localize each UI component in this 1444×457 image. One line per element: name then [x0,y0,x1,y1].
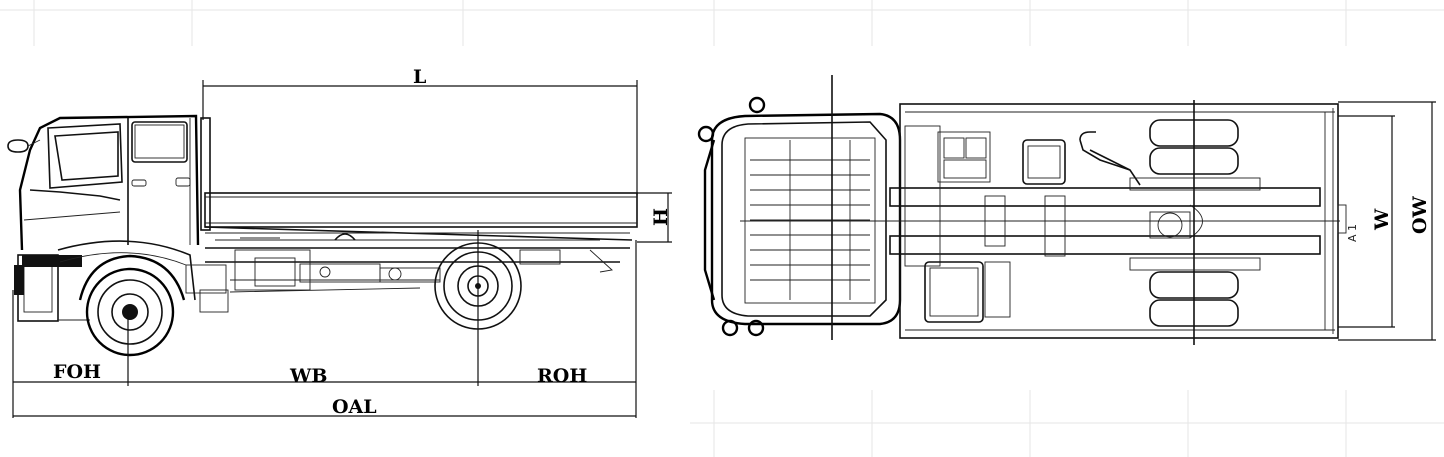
label-OW: OW [1409,195,1431,234]
front-wheel [78,254,186,357]
label-FOH: FOH [53,361,101,383]
components-top [904,125,1203,323]
cab-floor-lines [750,140,870,300]
top-view: W OW A 1 [697,75,1436,345]
frame-top [740,103,1347,339]
label-A1: A 1 [1346,224,1359,242]
label-ROH: ROH [537,365,587,387]
cab-top [697,75,902,340]
top-dimensions [1338,101,1436,341]
cargo-body [200,117,638,241]
label-OAL: OAL [332,396,377,418]
label-L: L [413,66,426,88]
chassis-frame [205,233,630,293]
label-W: W [1371,208,1393,231]
label-WB: WB [289,365,327,387]
side-dimensions [12,80,672,418]
side-view: L H FOH WB ROH OAL [7,66,672,418]
rear-tires-top [1129,100,1261,345]
cab [7,114,229,322]
label-H: H [650,208,672,226]
